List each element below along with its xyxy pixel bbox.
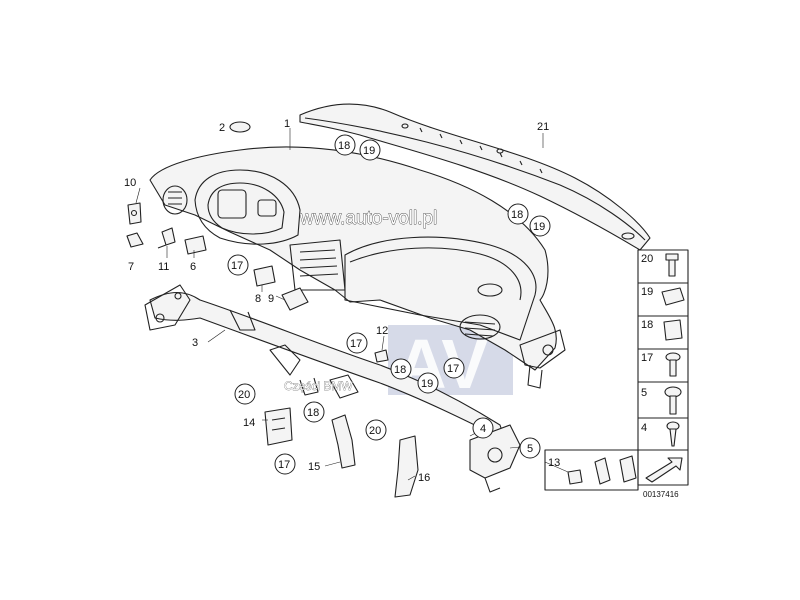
callout-16: 16 [418, 472, 430, 484]
legend-item-18-number: 18 [641, 319, 653, 331]
callout-18-right: 18 [511, 209, 523, 221]
callout-18-top: 18 [338, 140, 350, 152]
callout-17-c: 17 [447, 363, 459, 375]
kit-box-13 [544, 449, 639, 491]
watermark-url: www.auto-voll.pl [299, 208, 437, 229]
callout-14: 14 [243, 417, 255, 429]
callout-17-a: 17 [231, 260, 243, 272]
fastener-legend: 20 19 18 17 5 4 [637, 249, 689, 486]
vent-part-8 [253, 265, 276, 287]
dashboard-top-trim-strip [299, 103, 651, 251]
diagram-id: 00137416 [643, 490, 679, 499]
callout-19-right: 19 [533, 221, 545, 233]
callout-18-mid: 18 [394, 364, 406, 376]
legend-item-19-number: 19 [641, 286, 653, 298]
circled-callouts: 18 19 18 19 17 17 18 19 17 20 18 20 17 4… [227, 134, 551, 475]
watermark-caption: Części BMW [284, 379, 353, 393]
bracket-part-16 [394, 435, 419, 498]
vent-part-6 [184, 235, 207, 255]
clip-nut-icon [663, 319, 683, 341]
self-tapping-screw-icon [666, 421, 680, 447]
hex-bolt-icon [664, 386, 682, 415]
spring-clip-icon [661, 287, 685, 306]
callout-9: 9 [268, 293, 274, 305]
callout-20-b: 20 [369, 425, 381, 437]
clip-part-12 [374, 349, 389, 363]
callout-20-a: 20 [238, 389, 250, 401]
bracket-part-14 [264, 407, 293, 446]
callout-1: 1 [284, 118, 290, 130]
callout-11: 11 [158, 261, 169, 273]
legend-item-4-number: 4 [641, 422, 647, 434]
callout-10: 10 [124, 177, 136, 189]
callout-17-b: 17 [350, 338, 362, 350]
callout-12: 12 [376, 325, 388, 337]
cover-part-9 [281, 287, 309, 311]
callout-2: 2 [219, 122, 225, 134]
callout-3: 3 [192, 337, 198, 349]
cap-part-2 [229, 121, 251, 133]
bracket-part-15 [331, 414, 356, 469]
callout-7: 7 [128, 261, 134, 273]
screw-icon [665, 253, 679, 277]
callout-15: 15 [308, 461, 320, 473]
clip-part-11 [157, 227, 176, 249]
callout-4: 4 [480, 423, 486, 435]
legend-item-5-number: 5 [641, 387, 647, 399]
callout-5: 5 [527, 443, 533, 455]
callout-13: 13 [548, 457, 560, 469]
callout-8: 8 [255, 293, 261, 305]
expanding-rivet-icon [665, 352, 681, 377]
bracket-part-10 [127, 202, 142, 225]
clip-part-7 [126, 232, 144, 248]
callout-19-mid: 19 [421, 378, 433, 390]
callout-18-low: 18 [307, 407, 319, 419]
arrow-icon [645, 457, 683, 483]
leader-lines [135, 128, 569, 481]
part-callouts: 1 2 3 7 11 6 10 8 9 12 14 15 16 21 13 [124, 118, 560, 484]
callout-6: 6 [190, 261, 196, 273]
callout-21: 21 [537, 121, 549, 133]
legend-item-17-number: 17 [641, 352, 653, 364]
callout-19-top: 19 [363, 145, 375, 157]
legend-item-20-number: 20 [641, 253, 653, 265]
callout-17-d: 17 [278, 459, 290, 471]
